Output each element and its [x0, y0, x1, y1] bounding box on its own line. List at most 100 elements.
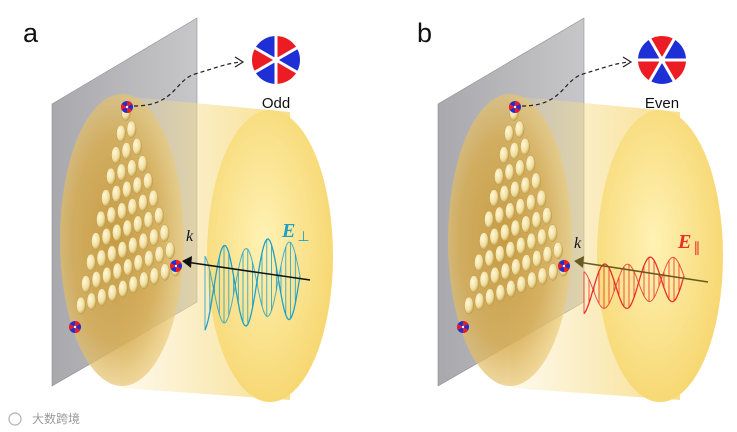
resonator-disk [102, 266, 112, 285]
beam-front-disc [207, 110, 333, 402]
corner-mode-top [120, 101, 133, 113]
resonator-disk [521, 254, 532, 272]
resonator-disk [117, 202, 127, 220]
resonator-disk [76, 296, 86, 315]
resonator-disk [499, 146, 509, 164]
resonator-disk [469, 275, 479, 293]
resonator-disk [494, 206, 505, 225]
resonator-disk [499, 185, 510, 203]
wave-vector-arrow [185, 261, 311, 281]
watermark-text: 大数跨境 [32, 411, 80, 426]
resonator-disk [143, 172, 153, 190]
resonator-disk [504, 163, 515, 182]
resonator-disk [86, 292, 97, 310]
wave-vector-label: k [186, 228, 194, 245]
resonator-disk [122, 180, 132, 199]
wave-vector-arrowhead [574, 256, 584, 268]
resonator-disk [515, 159, 525, 177]
resonator-disk [489, 189, 499, 207]
resonator-disk [128, 275, 139, 294]
resonator-disk [128, 236, 138, 255]
resonator-disk [112, 223, 122, 242]
resonator-disk [96, 210, 106, 229]
resonator-disk [101, 228, 112, 246]
resonator-disk [138, 193, 148, 212]
resonator-disk [149, 267, 160, 285]
incident-wave [204, 238, 301, 331]
resonator-disk [101, 189, 111, 207]
resonator-array [76, 103, 181, 315]
incident-wave [583, 256, 685, 315]
wave-vector-arrowhead [182, 256, 192, 268]
resonator-disk [474, 292, 485, 310]
resonator-disk [96, 249, 107, 267]
resonator-disk [464, 296, 474, 315]
resonator-disk [484, 249, 495, 267]
corner-mode-bottom [68, 321, 81, 333]
resonator-disk [127, 198, 138, 216]
watermark: 大数跨境 [8, 411, 80, 426]
resonator-disk [525, 155, 536, 173]
resonator-disk [520, 176, 531, 195]
beam-front-disc [597, 110, 723, 402]
resonator-disk [116, 124, 126, 143]
resonator-disk [520, 137, 530, 156]
resonator-disk [117, 241, 128, 259]
resonator-disk [106, 167, 116, 186]
field-label-parallel: E∥ [677, 231, 700, 256]
resonator-disk [126, 120, 137, 139]
resonator-disk [154, 245, 165, 264]
resonator-disk [495, 245, 505, 263]
resonator-disk [143, 211, 154, 229]
resonator-disk [504, 124, 514, 143]
resonator-disk [474, 253, 484, 272]
illuminated-spot [60, 94, 184, 386]
resonator-disk [107, 245, 117, 263]
resonator-disk [553, 241, 563, 260]
resonator-disk [505, 202, 515, 220]
resonator-disk [510, 219, 521, 238]
resonator-disk [500, 223, 510, 242]
resonator-disk [495, 284, 506, 302]
resonator-disk [121, 142, 132, 160]
resonator-disk [479, 232, 489, 250]
resonator-disk [521, 215, 531, 233]
resonator-disk [510, 180, 520, 199]
resonator-disk [526, 232, 537, 251]
resonator-disk [111, 185, 122, 203]
resonator-disk [490, 266, 500, 285]
resonator-disk [165, 241, 175, 260]
resonator-disk [532, 250, 542, 268]
resonator-disk [500, 262, 511, 281]
resonator-disk [515, 198, 526, 216]
corner-mode-bottom [456, 321, 469, 333]
corner-mode-right [169, 260, 182, 272]
resonator-disk [516, 236, 526, 255]
resonator-disk [531, 211, 542, 229]
mode-label-odd: Odd [262, 95, 290, 112]
resonator-disk [132, 176, 143, 195]
resonator-disk [81, 275, 91, 293]
resonator-disk [537, 267, 548, 285]
arrow-head [622, 56, 633, 68]
resonator-disk [118, 280, 128, 298]
resonator-disk [537, 228, 547, 247]
resonator-disk [106, 206, 117, 225]
wave-vector-arrow [577, 261, 709, 283]
resonator-disk [542, 245, 553, 264]
resonator-disk [547, 224, 558, 242]
panel-letter-a: a [23, 18, 39, 48]
resonator-disk [154, 207, 164, 225]
resonator-disk [132, 137, 142, 156]
resonator-disk [548, 263, 558, 281]
arrow-head [234, 56, 245, 68]
resonator-disk [144, 250, 154, 268]
resonator-disk [509, 142, 520, 160]
resonator-disk [160, 263, 170, 281]
resonator-disk [489, 228, 500, 246]
dashed-link-arrow [521, 61, 629, 107]
mode-label-even: Even [645, 95, 679, 112]
panel-letter-b: b [417, 18, 432, 48]
resonator-disk [485, 288, 495, 306]
